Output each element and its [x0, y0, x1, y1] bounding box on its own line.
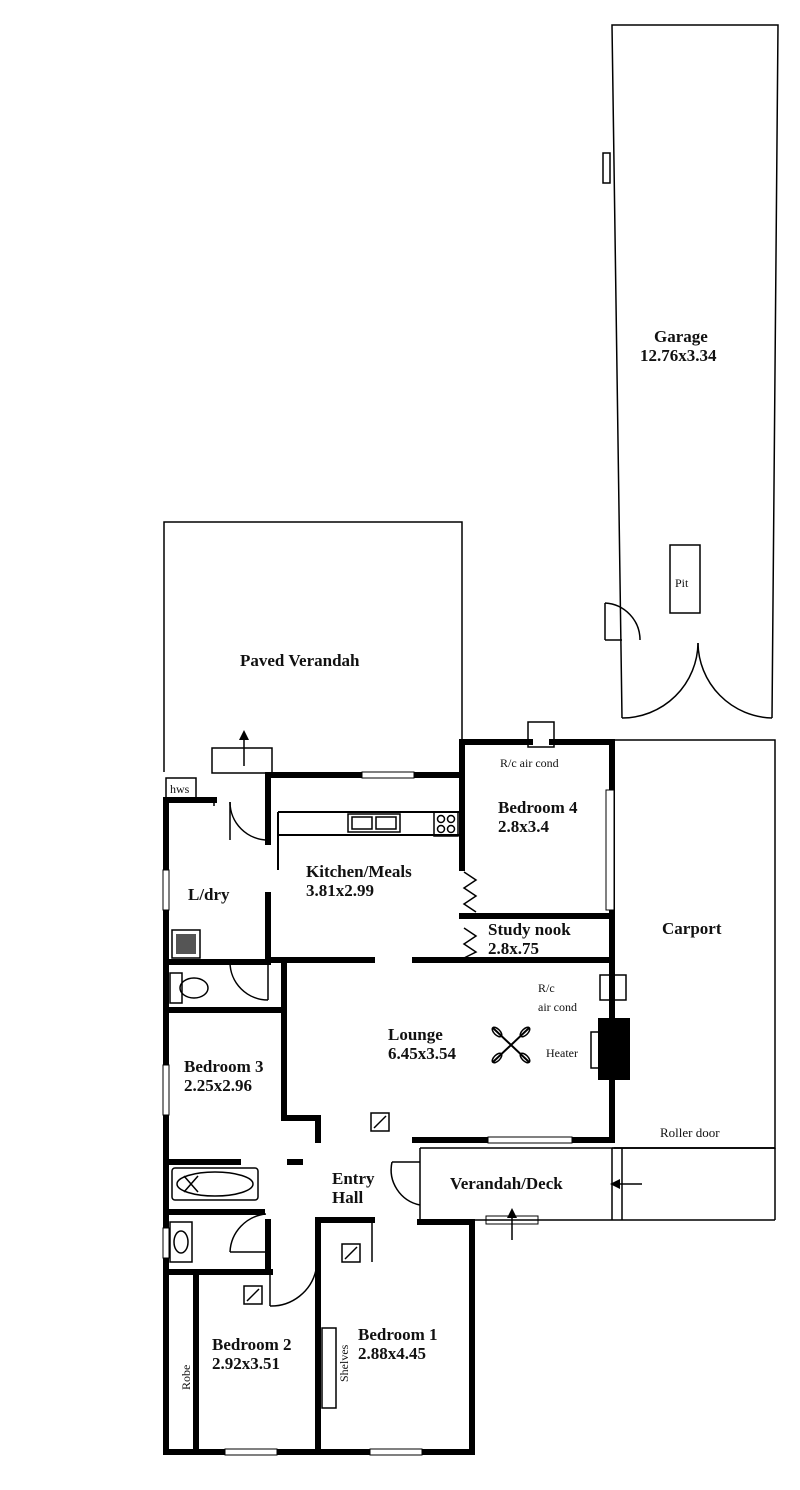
- air-conditioner-icon: [527, 721, 555, 748]
- lounge-size: 6.45x3.54: [388, 1044, 457, 1063]
- bedroom3-name: Bedroom 3: [184, 1057, 264, 1076]
- arrow-up-icon: [507, 1208, 517, 1218]
- pit: [669, 544, 701, 614]
- verandah-deck: [420, 1147, 776, 1240]
- bedroom4-size: 2.8x3.4: [498, 817, 550, 836]
- paved-verandah-label: Paved Verandah: [240, 651, 360, 670]
- kitchen-fixtures: [277, 811, 478, 959]
- lounge-name: Lounge: [388, 1025, 443, 1044]
- carport-label: Carport: [662, 919, 722, 938]
- bedroom3-size: 2.25x2.96: [184, 1076, 252, 1095]
- carport: [612, 739, 776, 1149]
- robe-label: Robe: [179, 1365, 193, 1390]
- garage-name: Garage: [654, 327, 708, 346]
- study-name: Study nook: [488, 920, 571, 939]
- arrow-left-icon: [610, 1179, 620, 1189]
- basin-icon: [169, 1221, 193, 1263]
- air-conditioner-icon: [599, 974, 627, 1001]
- arrow-up-icon: [239, 730, 249, 740]
- bedroom2-name: Bedroom 2: [212, 1335, 292, 1354]
- ceiling-fan-icon: [491, 1026, 531, 1064]
- hws-label: hws: [170, 782, 190, 796]
- study-size: 2.8x.75: [488, 939, 539, 958]
- roller-door-label: Roller door: [660, 1125, 720, 1140]
- vent-icon: [341, 1243, 361, 1263]
- bathtub-icon: [171, 1167, 259, 1201]
- garage: [602, 24, 779, 719]
- laundry-fixtures: [169, 800, 269, 1004]
- air-cond-label-lounge-1: R/c: [538, 981, 555, 995]
- air-cond-label-top: R/c air cond: [500, 756, 559, 770]
- bedroom4-name: Bedroom 4: [498, 798, 578, 817]
- laundry-label: L/dry: [188, 885, 230, 904]
- lounge-fixtures: [370, 1026, 531, 1132]
- toilet-icon: [169, 972, 183, 1004]
- cooktop-icon: [433, 811, 459, 837]
- pit-label: Pit: [675, 576, 689, 590]
- vent-icon: [370, 1112, 390, 1132]
- kitchen-size: 3.81x2.99: [306, 881, 374, 900]
- entry-label-2: Hall: [332, 1188, 363, 1207]
- bathroom-fixtures: [169, 1167, 268, 1263]
- sink-icon: [347, 813, 401, 833]
- shelves-label: Shelves: [337, 1344, 351, 1382]
- vent-icon: [243, 1285, 263, 1305]
- entry-label-1: Entry: [332, 1169, 375, 1188]
- bedroom1-name: Bedroom 1: [358, 1325, 438, 1344]
- shelves: [321, 1327, 337, 1409]
- verandah-deck-label: Verandah/Deck: [450, 1174, 563, 1193]
- air-cond-label-lounge-2: air cond: [538, 1000, 577, 1014]
- kitchen-name: Kitchen/Meals: [306, 862, 412, 881]
- entry-doors: [243, 1148, 421, 1409]
- bedroom2-size: 2.92x3.51: [212, 1354, 280, 1373]
- heater-label: Heater: [546, 1046, 578, 1060]
- room-labels: Garage 12.76x3.34 Pit Paved Verandah hws…: [170, 327, 722, 1390]
- garage-size: 12.76x3.34: [640, 346, 717, 365]
- laundry-tub-icon: [171, 929, 201, 959]
- bedroom1-size: 2.88x4.45: [358, 1344, 426, 1363]
